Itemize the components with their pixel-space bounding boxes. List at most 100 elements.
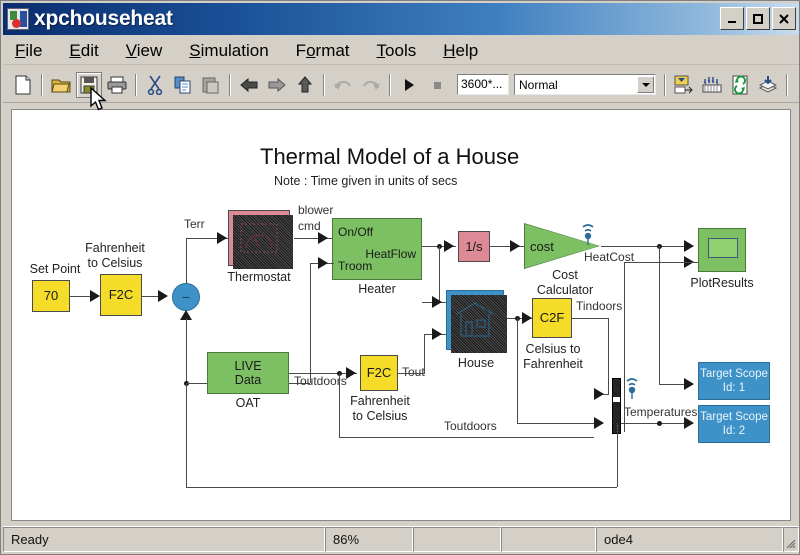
menu-help[interactable]: Help: [443, 40, 479, 60]
toolbar-separator: [323, 73, 325, 96]
simulation-mode-select[interactable]: Normal: [514, 74, 656, 95]
wire-junction: [657, 421, 662, 426]
block-setpoint[interactable]: 70: [32, 280, 70, 312]
menu-bar: File Edit View Simulation Format Tools H…: [3, 37, 799, 65]
simulink-model-icon: [7, 8, 29, 30]
stop-time-input[interactable]: 3600*...: [457, 74, 509, 95]
thermostat-label: Thermostat: [227, 270, 291, 284]
resize-grip-icon[interactable]: [783, 527, 799, 552]
plotresults-label: PlotResults: [690, 276, 754, 290]
wire-temp-plot-h: [624, 262, 698, 263]
c2f-label-line2: Fahrenheit: [523, 357, 583, 371]
heater-label: Heater: [358, 282, 396, 296]
start-simulation-icon[interactable]: [396, 72, 422, 98]
heater-port-heatflow: HeatFlow: [365, 247, 416, 261]
house-label: House: [457, 356, 495, 370]
block-f2c-setpoint[interactable]: F2C: [100, 274, 142, 316]
new-model-icon[interactable]: [10, 72, 36, 98]
scope-screen-icon: [708, 238, 738, 258]
toolbar: 3600*... Normal: [3, 67, 799, 103]
debugger-icon[interactable]: [699, 72, 725, 98]
block-plotresults[interactable]: [698, 228, 746, 272]
menu-simulation[interactable]: Simulation: [189, 40, 269, 60]
wire-heatcost-tscope1: [659, 384, 693, 385]
sum-sign: −: [181, 289, 191, 305]
arrow-right-icon[interactable]: [264, 72, 290, 98]
f2c-oat-label-line2: to Celsius: [352, 409, 408, 423]
wire-terr-up: [186, 238, 187, 284]
open-folder-icon[interactable]: [48, 72, 74, 98]
window-controls: [720, 7, 796, 30]
save-icon[interactable]: [76, 71, 102, 98]
block-target-scope-2[interactable]: Target Scope Id: 2: [698, 405, 770, 443]
c2f-label-line1: Celsius to: [525, 342, 581, 356]
close-button[interactable]: [772, 7, 796, 30]
block-target-scope-1[interactable]: Target Scope Id: 1: [698, 362, 770, 400]
wire-feedback-v-right: [617, 423, 618, 487]
arrow-left-icon[interactable]: [236, 72, 262, 98]
arrowhead: [318, 257, 328, 269]
c2f-value: C2F: [539, 310, 565, 325]
minimize-button[interactable]: [720, 7, 744, 30]
model-browser-icon[interactable]: [755, 72, 781, 98]
model-canvas[interactable]: Thermal Model of a House Note : Time giv…: [11, 109, 791, 521]
block-house[interactable]: [446, 290, 507, 353]
toolbar-separator: [135, 73, 137, 96]
f2c-setpoint-label-line2: to Celsius: [87, 256, 143, 270]
undo-icon[interactable]: [330, 72, 356, 98]
cost-label-line1: Cost: [552, 268, 578, 282]
maximize-button[interactable]: [746, 7, 770, 30]
wire-heatcost-down: [659, 246, 660, 384]
library-browser-icon[interactable]: [671, 72, 697, 98]
block-heater[interactable]: On/Off Troom HeatFlow: [332, 218, 422, 280]
copy-icon[interactable]: [170, 72, 196, 98]
block-f2c-oat[interactable]: F2C: [360, 355, 398, 391]
f2c-setpoint-value: F2C: [108, 287, 134, 302]
menu-file[interactable]: File: [15, 40, 43, 60]
signal-label-toutdoors-bottom: Toutdoors: [444, 419, 497, 433]
block-c2f[interactable]: C2F: [532, 298, 572, 338]
cost-label-line2: Calculator: [536, 283, 594, 297]
tscope1-line2: Id: 1: [722, 382, 746, 394]
paste-icon[interactable]: [198, 72, 224, 98]
wire-tout-h: [398, 373, 424, 374]
heater-port-troom: Troom: [338, 259, 373, 273]
cut-scissors-icon[interactable]: [142, 72, 168, 98]
block-thermostat[interactable]: [228, 210, 293, 269]
wire-toutdoors-bottom: [339, 437, 594, 438]
print-icon[interactable]: [104, 72, 130, 98]
diagram-title: Thermal Model of a House: [260, 144, 520, 169]
wire-tout-v: [424, 334, 425, 374]
cost-value: cost: [530, 239, 554, 254]
block-oat[interactable]: LIVE Data: [207, 352, 289, 394]
arrowhead: [346, 367, 356, 379]
block-cost-calculator[interactable]: [525, 224, 599, 268]
arrowhead-up: [180, 310, 192, 320]
f2c-oat-value: F2C: [366, 365, 392, 380]
arrowhead: [432, 328, 442, 340]
menu-edit[interactable]: Edit: [69, 40, 99, 60]
arrowhead: [217, 232, 227, 244]
menu-tools[interactable]: Tools: [376, 40, 417, 60]
status-solver: ode4: [596, 527, 783, 552]
stop-simulation-icon[interactable]: [424, 72, 450, 98]
chevron-down-icon[interactable]: [637, 76, 654, 93]
toolbar-separator: [664, 73, 666, 96]
menu-format[interactable]: Format: [295, 40, 350, 60]
signal-probe-icon[interactable]: [624, 376, 638, 399]
wire-house-mux: [517, 423, 603, 424]
arrowhead: [90, 290, 100, 302]
signal-label-toutdoors-oat: Toutdoors: [294, 374, 347, 388]
status-field-4: [501, 527, 596, 552]
menu-view[interactable]: View: [125, 40, 163, 60]
update-diagram-icon[interactable]: [727, 72, 753, 98]
f2c-oat-label-line1: Fahrenheit: [350, 394, 410, 408]
arrow-up-icon[interactable]: [292, 72, 318, 98]
f2c-setpoint-label-line1: Fahrenheit: [85, 241, 145, 255]
signal-probe-icon[interactable]: [580, 222, 594, 245]
block-sum[interactable]: −: [172, 283, 200, 311]
wire-setpoint-f2c: [70, 296, 98, 297]
block-integrator[interactable]: 1/s: [458, 231, 490, 262]
block-mux[interactable]: [612, 378, 621, 434]
redo-icon[interactable]: [358, 72, 384, 98]
